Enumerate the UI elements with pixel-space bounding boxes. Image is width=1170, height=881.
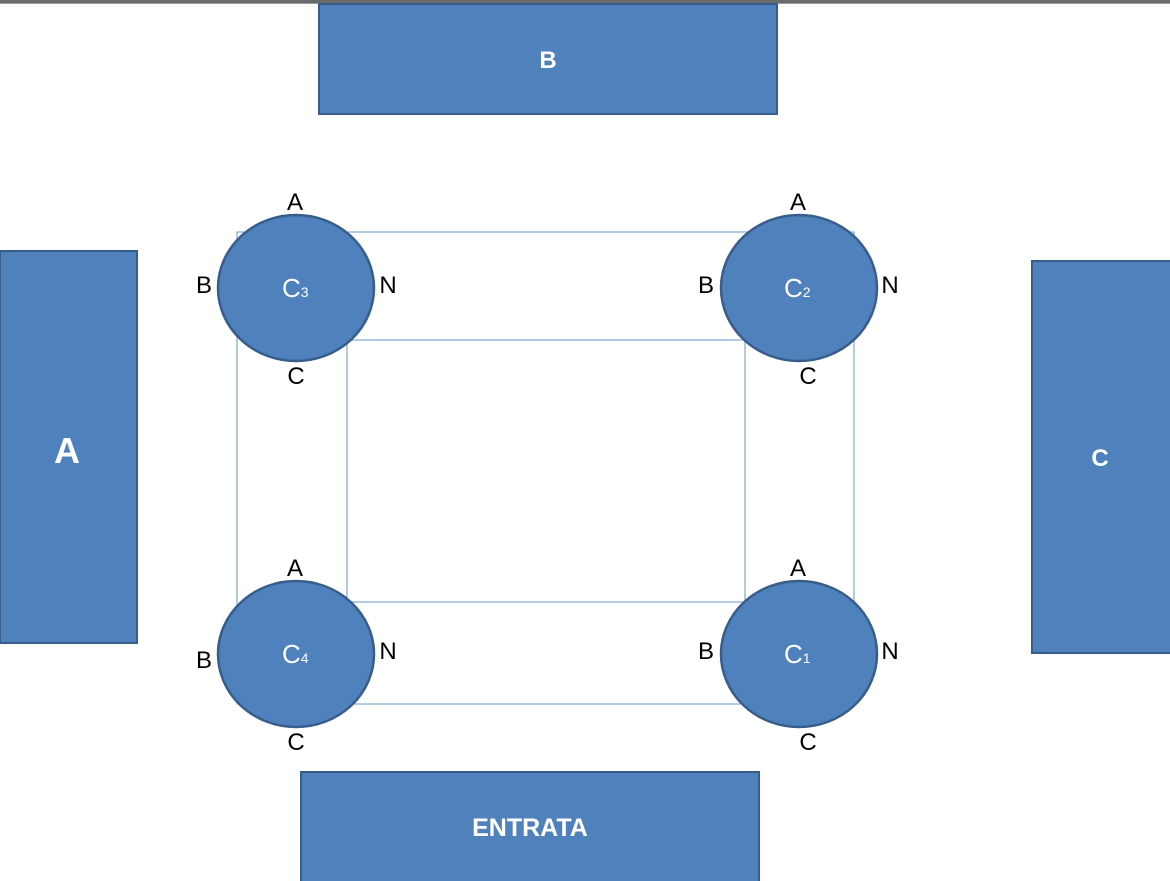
node-c4-label: C4 <box>282 639 309 669</box>
node-c2-index: 2 <box>803 284 811 300</box>
node-c4-port-right: N <box>379 638 396 665</box>
node-c3-circle <box>216 213 376 363</box>
node-c2-port-bottom: C <box>799 363 816 390</box>
node-c4-port-bottom: C <box>287 729 304 756</box>
node-c3-index: 3 <box>301 284 309 300</box>
node-c2-port-right: N <box>881 272 898 299</box>
node-c2-circle <box>719 213 879 363</box>
node-c2-port-left: B <box>698 272 714 299</box>
block-c-rect <box>1031 260 1170 654</box>
block-entrata: ENTRATA <box>300 771 760 881</box>
node-c3-label: C3 <box>282 273 309 303</box>
node-c2-label: C2 <box>784 273 811 303</box>
block-c: C <box>1031 260 1170 654</box>
node-c4-index: 4 <box>301 650 309 666</box>
node-c4-port-top: A <box>287 555 303 582</box>
node-c3: C3 A B N C <box>196 189 397 390</box>
node-c1: C1 A B N C <box>698 555 899 756</box>
node-c3-port-right: N <box>379 272 396 299</box>
block-b: B <box>318 3 778 115</box>
block-entrata-rect <box>300 771 760 881</box>
node-c3-port-left: B <box>196 272 212 299</box>
node-c1-port-right: N <box>881 638 898 665</box>
block-entrata-label: ENTRATA <box>472 814 588 842</box>
node-c1-port-left: B <box>698 638 714 665</box>
node-c3-port-bottom: C <box>287 363 304 390</box>
node-c2-port-top: A <box>790 189 806 216</box>
node-c3-port-top: A <box>287 189 303 216</box>
block-a-label: A <box>54 430 80 471</box>
node-c2: C2 A B N C <box>698 189 899 390</box>
block-a: A <box>0 250 138 644</box>
block-a-rect <box>0 250 138 644</box>
node-c2-letter: C <box>784 273 803 303</box>
block-c-label: C <box>1091 445 1108 472</box>
connection-lines <box>236 231 855 705</box>
node-c4-circle <box>216 579 376 729</box>
node-c1-label: C1 <box>784 639 811 669</box>
node-c1-port-top: A <box>790 555 806 582</box>
block-b-label: B <box>539 47 556 74</box>
node-c4-letter: C <box>282 639 301 669</box>
node-c1-port-bottom: C <box>799 729 816 756</box>
node-c1-index: 1 <box>803 650 811 666</box>
node-c3-letter: C <box>282 273 301 303</box>
node-c4-port-left: B <box>196 647 212 674</box>
node-c1-letter: C <box>784 639 803 669</box>
inner-loop <box>346 339 746 603</box>
node-c1-circle <box>719 579 879 729</box>
block-b-rect <box>318 3 778 115</box>
outer-loop <box>236 231 855 705</box>
node-c4: C4 A B N C <box>196 555 397 756</box>
